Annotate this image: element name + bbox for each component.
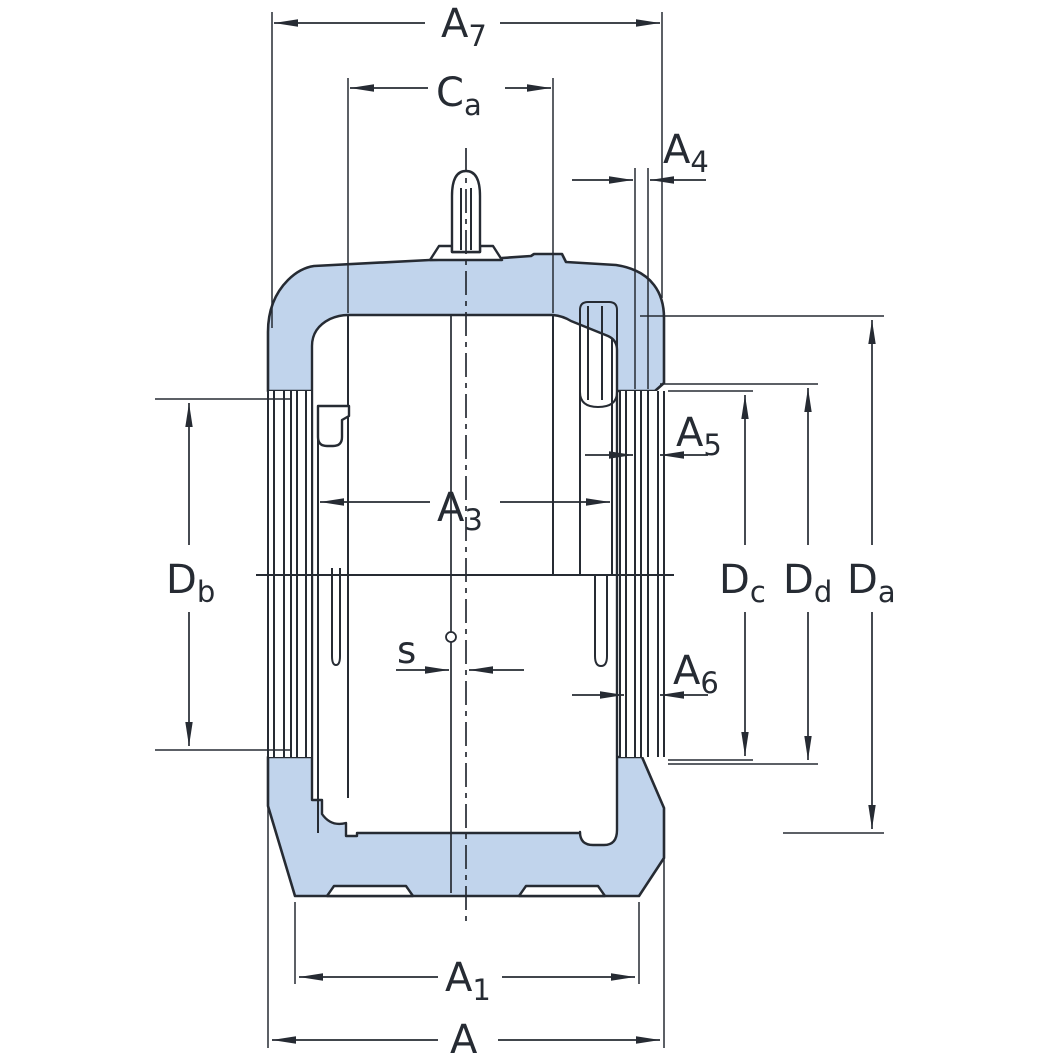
label-a1: A1: [445, 955, 491, 1007]
label-a4: A4: [663, 127, 709, 179]
label-a: A: [450, 1017, 478, 1063]
reference-lines: [155, 315, 884, 834]
base-foot-recess-left: [325, 884, 415, 898]
label-a6: A6: [673, 648, 719, 700]
label-ca: Ca: [436, 70, 482, 122]
extension-lines: [267, 12, 665, 1048]
label-da: Da: [847, 557, 896, 609]
label-s: s: [397, 629, 416, 672]
label-a3: A3: [437, 485, 483, 537]
base-foot-recess-right: [517, 884, 607, 898]
bolt-hole-slot-left: [331, 568, 341, 667]
dimensions: A7 Ca A4 A5 A3 A6 Db s Dc Dd Da A1 A: [155, 1, 896, 1063]
label-dd: Dd: [783, 557, 832, 609]
centerlines: [256, 148, 674, 926]
dimension-labels: A7 Ca A4 A5 A3 A6 Db s Dc Dd Da A1 A: [166, 1, 896, 1063]
label-a5: A5: [676, 410, 722, 462]
locating-ring: [316, 404, 351, 448]
dimension-lines: [185, 19, 876, 1044]
label-dc: Dc: [719, 557, 766, 609]
label-db: Db: [166, 557, 215, 609]
bearing-cavity: [310, 313, 619, 847]
label-a7: A7: [441, 1, 487, 53]
cap-bolt-channel: [579, 301, 618, 668]
center-point-marker: [445, 631, 457, 643]
